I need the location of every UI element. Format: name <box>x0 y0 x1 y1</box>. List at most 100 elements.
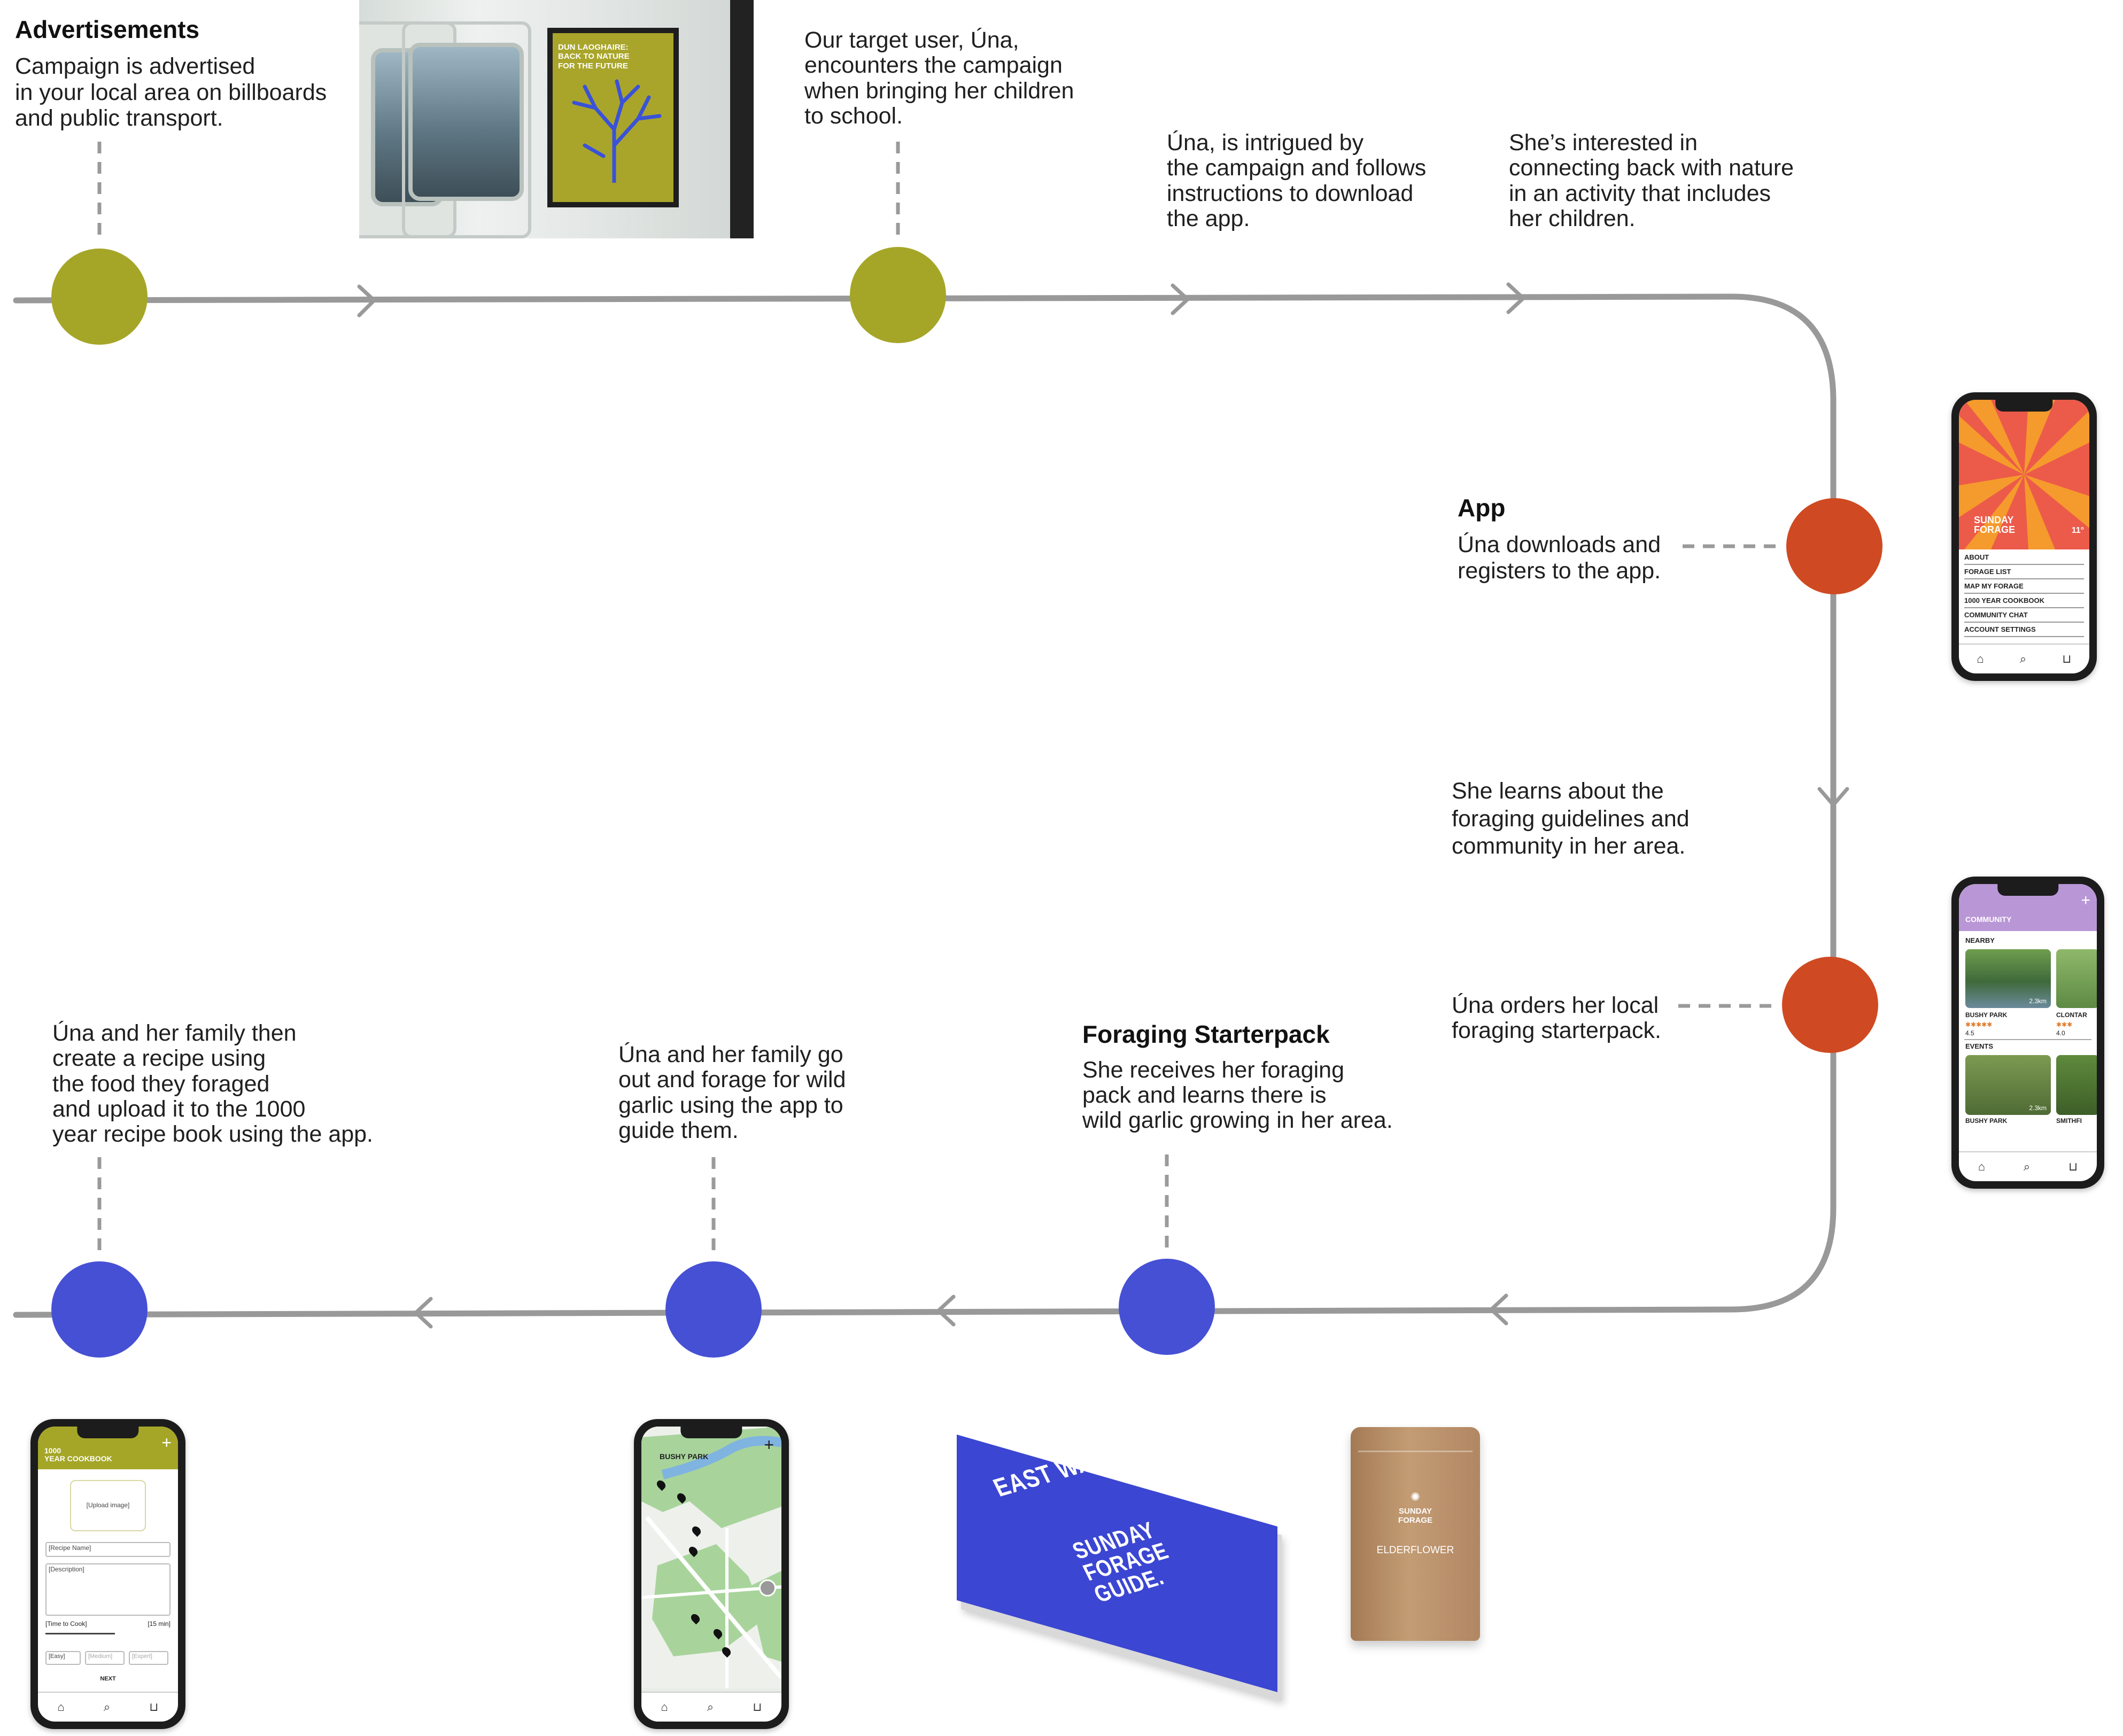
card-clontarf[interactable] <box>2056 949 2097 1008</box>
step-line: She’s interested in <box>1509 130 1698 156</box>
step-line: She learns about the <box>1452 778 1664 804</box>
rating-icons: ✱✱✱ <box>2056 1021 2073 1028</box>
recipe-name-field[interactable]: [Recipe Name] <box>45 1542 171 1557</box>
step-line: Úna, is intrigued by <box>1167 130 1364 156</box>
basket-icon[interactable]: ⊔ <box>149 1700 159 1714</box>
search-icon[interactable]: ⌕ <box>2023 1160 2031 1173</box>
pouch-brand: SUNDAY FORAGE <box>1398 1507 1433 1525</box>
menu-item-cookbook[interactable]: 1000 YEAR COOKBOOK <box>1964 594 2084 608</box>
step-heading: Advertisements <box>15 15 200 43</box>
search-icon[interactable]: ⌕ <box>103 1700 111 1714</box>
arrow-right-icon <box>357 284 376 317</box>
sun-icon: ✺ <box>1410 1490 1421 1503</box>
menu-item-community[interactable]: COMMUNITY CHAT <box>1964 608 2084 623</box>
difficulty-medium[interactable]: [Medium] <box>85 1651 125 1665</box>
menu-item-settings[interactable]: ACCOUNT SETTINGS <box>1964 623 2084 637</box>
time-slider[interactable] <box>45 1633 115 1634</box>
step-line: instructions to download <box>1167 180 1414 206</box>
step-encounter: Our target user, Úna, encounters the cam… <box>804 27 1074 129</box>
card-name: BUSHY PARK <box>1965 1117 2008 1125</box>
arrow-right-icon <box>1171 283 1190 315</box>
time-label: [Time to Cook] <box>45 1620 87 1627</box>
upload-image-box[interactable]: [Upload image] <box>70 1480 146 1531</box>
map-view[interactable] <box>641 1427 781 1688</box>
step-line: in an activity that includes <box>1509 180 1771 206</box>
card-event-smithfield[interactable] <box>2056 1055 2097 1115</box>
step-recipe: Úna and her family then create a recipe … <box>52 1020 373 1147</box>
step-interested: She’s interested in connecting back with… <box>1509 130 1794 231</box>
description-field[interactable]: [Description] <box>45 1563 171 1616</box>
step-line: the app. <box>1167 205 1250 231</box>
temperature: 11° <box>2071 526 2084 535</box>
phone-community: COMMUNITY + NEARBY 2.3km BUSHY PARK CLON… <box>1951 877 2104 1189</box>
cookbook-title: 1000 YEAR COOKBOOK <box>44 1446 112 1463</box>
basket-icon[interactable]: ⊔ <box>2068 1160 2078 1173</box>
search-icon[interactable]: ⌕ <box>2019 652 2027 665</box>
basket-icon[interactable]: ⊔ <box>753 1700 762 1714</box>
step-line: Úna and her family then <box>52 1020 297 1046</box>
card-name: SMITHFI <box>2056 1117 2082 1125</box>
community-title: COMMUNITY <box>1965 915 2012 924</box>
time-value: [15 min] <box>148 1620 171 1627</box>
home-icon[interactable]: ⌂ <box>57 1700 65 1714</box>
tab-bar: ⌂ ⌕ ⊔ <box>1959 644 2089 673</box>
arrow-left-icon <box>1489 1293 1508 1326</box>
node-forage <box>665 1261 762 1358</box>
step-intrigued: Úna, is intrigued by the campaign and fo… <box>1167 130 1426 231</box>
step-line: Úna and her family go <box>618 1042 843 1067</box>
plus-icon[interactable]: + <box>161 1433 172 1452</box>
step-line: encounters the campaign <box>804 52 1063 79</box>
step-line: Campaign is advertised <box>15 53 255 79</box>
search-icon[interactable]: ⌕ <box>707 1700 714 1714</box>
step-line: community in her area. <box>1452 833 1686 859</box>
phone-app-menu: SUNDAY FORAGE 11° ABOUT FORAGE LIST MAP … <box>1951 392 2097 681</box>
elderflower-pouch: ✺ SUNDAY FORAGE ELDERFLOWER <box>1351 1427 1480 1641</box>
next-button[interactable]: NEXT <box>100 1676 116 1682</box>
step-learns: She learns about the foraging guidelines… <box>1452 778 1690 861</box>
step-forage: Úna and her family go out and forage for… <box>618 1042 846 1143</box>
phone-cookbook: 1000 YEAR COOKBOOK + [Upload image] [Rec… <box>30 1419 185 1729</box>
node-advertisements <box>51 249 148 345</box>
home-icon[interactable]: ⌂ <box>661 1700 668 1714</box>
phone-map: BUSHY PARK + ⌂ ⌕ ⊔ <box>634 1419 789 1729</box>
step-line: Úna orders her local <box>1452 993 1659 1018</box>
card-event-bushy-park[interactable]: 2.3km <box>1965 1055 2051 1115</box>
app-brand: SUNDAY FORAGE <box>1974 515 2016 535</box>
step-advertisements: Advertisements Campaign is advertised in… <box>15 15 327 131</box>
rating-icons: ✱✱✱✱✱ <box>1965 1021 1993 1028</box>
menu-item-about[interactable]: ABOUT <box>1964 551 2084 565</box>
step-line: registers to the app. <box>1458 557 1661 584</box>
step-line: She receives her foraging <box>1082 1057 1345 1083</box>
difficulty-easy[interactable]: [Easy] <box>45 1651 81 1665</box>
step-line: in your local area on billboards <box>15 79 327 105</box>
step-line: Our target user, Úna, <box>804 27 1019 53</box>
plus-icon[interactable]: + <box>764 1435 774 1454</box>
step-heading: App <box>1458 494 1506 522</box>
card-rating: 4.0 <box>2056 1029 2065 1037</box>
step-app: App Úna downloads and registers to the a… <box>1458 494 1661 584</box>
pouch-product: ELDERFLOWER <box>1376 1545 1454 1556</box>
basket-icon[interactable]: ⊔ <box>2062 652 2072 665</box>
menu-item-forage-list[interactable]: FORAGE LIST <box>1964 565 2084 579</box>
card-bushy-park[interactable]: 2.3km <box>1965 949 2051 1008</box>
node-encounter <box>850 247 946 343</box>
step-line: connecting back with nature <box>1509 155 1794 181</box>
step-line: pack and learns there is <box>1082 1082 1327 1108</box>
map-title: BUSHY PARK <box>660 1452 709 1461</box>
sunburst-graphic: SUNDAY FORAGE 11° <box>1959 400 2089 549</box>
arrow-left-icon <box>936 1295 956 1327</box>
menu-item-map[interactable]: MAP MY FORAGE <box>1964 579 2084 594</box>
plus-icon[interactable]: + <box>2081 892 2090 909</box>
step-heading: Foraging Starterpack <box>1082 1020 1330 1048</box>
card-name: BUSHY PARK <box>1965 1011 2008 1019</box>
difficulty-expert[interactable]: [Expert] <box>129 1651 168 1665</box>
home-icon[interactable]: ⌂ <box>1977 652 1984 665</box>
step-line: her children. <box>1509 205 1636 231</box>
home-icon[interactable]: ⌂ <box>1978 1160 1986 1173</box>
tab-bar: ⌂ ⌕ ⊔ <box>38 1692 178 1722</box>
step-line: foraging guidelines and <box>1452 805 1690 832</box>
location-icon[interactable] <box>759 1579 776 1596</box>
card-distance: 2.3km <box>2029 997 2047 1005</box>
